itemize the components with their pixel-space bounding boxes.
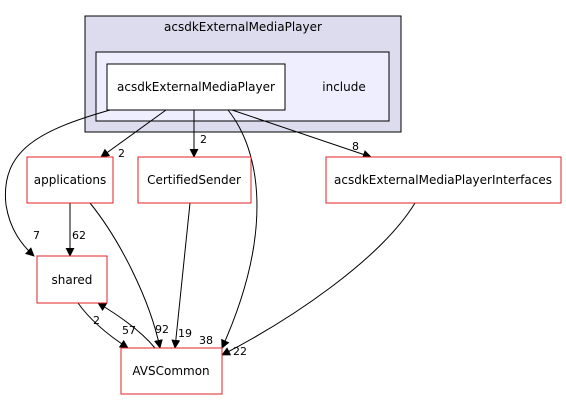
- outer-cluster-title: acsdkExternalMediaPlayer: [164, 20, 322, 34]
- node-avscommon[interactable]: AVSCommon: [120, 347, 223, 395]
- node-applications[interactable]: applications: [26, 156, 114, 204]
- node-certified-sender-label: CertifiedSender: [147, 173, 241, 187]
- node-interfaces-box: [325, 156, 562, 204]
- edge-label-main-shared: 7: [33, 229, 40, 242]
- edge-label-avscommon-shared: 57: [122, 324, 136, 337]
- node-avscommon-label: AVSCommon: [132, 364, 209, 378]
- edge-label-applications-avscommon: 92: [155, 323, 169, 336]
- node-acsdkexternalmediaplayerinterfaces[interactable]: acsdkExternalMediaPlayerInterfaces: [325, 156, 562, 204]
- edge-labels: 2 2 8 7 38 62 92 19 22 2 57: [33, 133, 359, 358]
- node-shared-label: shared: [52, 273, 93, 287]
- edge-main-to-avscommon[interactable]: [221, 109, 258, 349]
- edge-avscommon-to-shared[interactable]: [97, 302, 156, 349]
- node-shared[interactable]: shared: [36, 255, 108, 304]
- edge-label-interfaces-avscommon: 22: [233, 345, 247, 358]
- edge-label-shared-avscommon: 2: [93, 314, 100, 327]
- edge-interfaces-to-avscommon[interactable]: [221, 202, 416, 356]
- node-applications-label: applications: [34, 173, 106, 187]
- edge-certified-sender-to-avscommon[interactable]: [171, 202, 191, 349]
- node-applications-box: [26, 156, 114, 204]
- edge-shared-to-avscommon[interactable]: [77, 302, 129, 349]
- node-interfaces-label: acsdkExternalMediaPlayerInterfaces: [334, 173, 552, 187]
- edge-main-to-shared[interactable]: [4, 109, 111, 257]
- edges: [4, 109, 416, 356]
- node-acsdkexternalmediaplayer[interactable]: acsdkExternalMediaPlayer: [106, 63, 286, 111]
- edge-main-to-applications[interactable]: [100, 109, 167, 158]
- edge-label-main-avscommon: 38: [199, 334, 213, 347]
- node-main-label: acsdkExternalMediaPlayer: [117, 80, 275, 94]
- edge-label-certified-sender-avscommon: 19: [178, 327, 192, 340]
- node-main-box: [106, 63, 286, 111]
- edge-applications-to-avscommon[interactable]: [89, 202, 163, 349]
- node-shared-box: [36, 255, 108, 304]
- node-include-label[interactable]: include: [322, 80, 365, 94]
- edge-label-applications-shared: 62: [72, 229, 86, 242]
- node-certified-sender[interactable]: CertifiedSender: [137, 156, 252, 204]
- node-avscommon-box: [120, 347, 223, 395]
- edge-label-main-interfaces: 8: [352, 140, 359, 153]
- edge-label-main-certified-sender: 2: [200, 133, 207, 146]
- edge-label-main-applications: 2: [118, 147, 125, 160]
- edge-main-to-interfaces[interactable]: [231, 109, 372, 159]
- node-certified-sender-box: [137, 156, 252, 204]
